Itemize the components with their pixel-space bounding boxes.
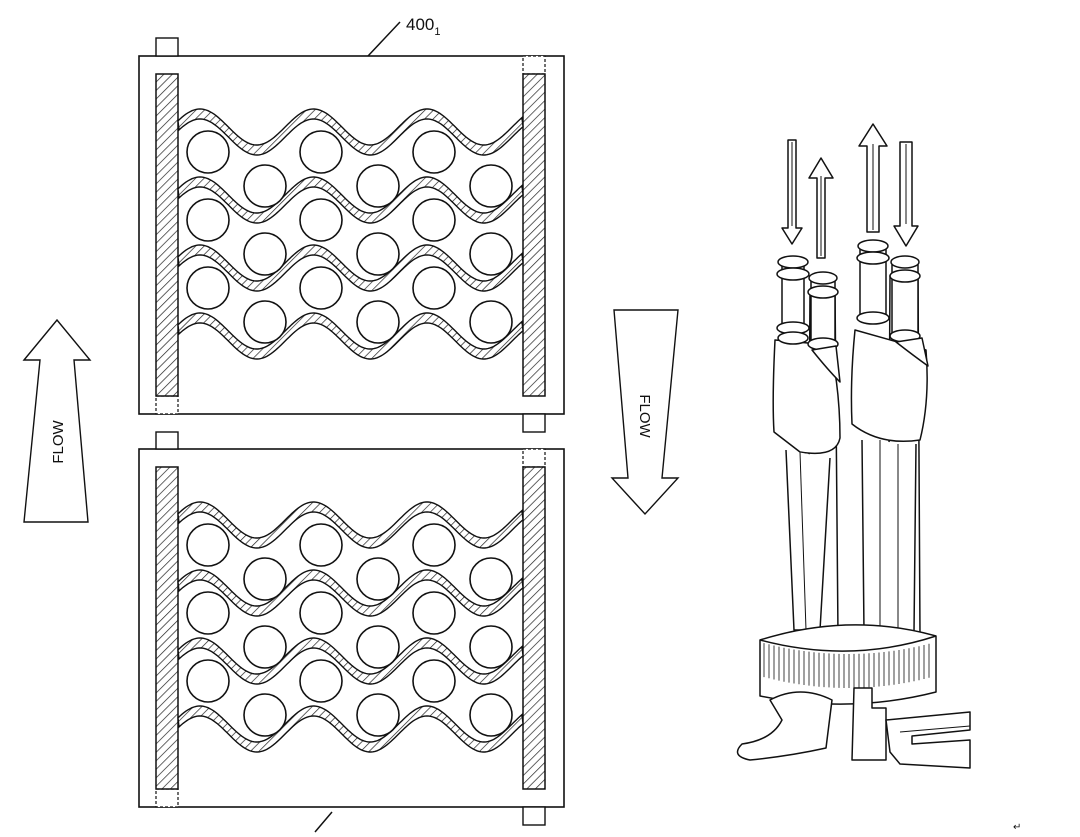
- tube-cross-section: [412, 130, 456, 174]
- tube-cross-section: [356, 232, 400, 276]
- tube-cross-section: [412, 659, 456, 703]
- upper-right-manifold: [522, 73, 546, 397]
- tube-cross-section: [469, 625, 513, 669]
- upper-module: [138, 37, 565, 433]
- outflow-arrow-right: [858, 123, 888, 233]
- tube-cross-section: [243, 232, 287, 276]
- tube-cross-section: [412, 591, 456, 635]
- tube-cross-section: [186, 198, 230, 242]
- tube-cross-section: [356, 625, 400, 669]
- tube-cross-section: [469, 557, 513, 601]
- lower-right-manifold: [522, 466, 546, 790]
- tube-cross-section: [243, 164, 287, 208]
- corrugated-plate: [177, 176, 524, 224]
- lower-center-post: [851, 687, 887, 761]
- lower-bottom-right-port: [522, 806, 546, 826]
- front-pipe-left: [772, 255, 841, 631]
- upper-bottom-right-port: [522, 413, 546, 433]
- tube-cross-section: [243, 300, 287, 344]
- tube-cross-section: [299, 266, 343, 310]
- tube-cross-section: [243, 693, 287, 737]
- upper-bottom-left-port: [155, 395, 179, 415]
- upper-top-right-port: [522, 55, 546, 75]
- reference-leader-line: [367, 21, 401, 57]
- lower-top-right-port: [522, 448, 546, 468]
- inflow-arrow-right: [893, 141, 919, 247]
- tube-cross-section: [356, 693, 400, 737]
- inflow-arrow-left: [781, 139, 803, 245]
- upper-left-manifold: [155, 73, 179, 397]
- upper-corrugated-plates: [177, 108, 524, 360]
- lower-corrugated-plates: [177, 501, 524, 753]
- tube-cross-section: [412, 198, 456, 242]
- small-mark: ↵: [1013, 822, 1021, 833]
- tube-cross-section: [186, 659, 230, 703]
- reference-numeral: 4001: [406, 15, 441, 38]
- tube-cross-section: [469, 164, 513, 208]
- lower-top-left-port: [155, 431, 179, 450]
- tube-cross-section: [186, 591, 230, 635]
- lower-bottom-left-port: [155, 788, 179, 808]
- flow-up-arrow: FLOW: [22, 318, 92, 523]
- pipe-collars-left-rear: [807, 271, 841, 383]
- flow-down-label: FLOW: [636, 394, 653, 438]
- tube-cross-section: [299, 659, 343, 703]
- corrugated-plate: [177, 637, 524, 685]
- flow-up-label: FLOW: [50, 419, 67, 463]
- tube-cross-section: [356, 300, 400, 344]
- tube-cross-section: [299, 523, 343, 567]
- lower-module: [138, 431, 565, 826]
- corrugated-plate: [177, 312, 524, 360]
- corrugated-plate: [177, 108, 524, 156]
- base-ring: [759, 624, 937, 705]
- front-pipe-right: [850, 239, 928, 633]
- lower-right-rail: [885, 711, 971, 769]
- tube-cross-section: [186, 523, 230, 567]
- corrugated-plate: [177, 705, 524, 753]
- tube-cross-section: [243, 557, 287, 601]
- upper-tube-array: [186, 130, 513, 344]
- corrugated-plate: [177, 501, 524, 549]
- tube-cross-section: [469, 232, 513, 276]
- tube-assembly-illustration: [736, 123, 971, 769]
- pipe-collars-right-rear: [889, 255, 929, 367]
- corrugated-plate: [177, 244, 524, 292]
- tube-cross-section: [186, 130, 230, 174]
- lower-tube-array: [186, 523, 513, 737]
- tube-cross-section: [356, 164, 400, 208]
- tube-cross-section: [299, 591, 343, 635]
- tube-cross-section: [469, 300, 513, 344]
- tube-cross-section: [299, 198, 343, 242]
- flow-down-arrow: FLOW: [610, 309, 680, 516]
- tube-cross-section: [412, 266, 456, 310]
- tube-cross-section: [356, 557, 400, 601]
- tube-cross-section: [243, 625, 287, 669]
- lower-left-bracket: [736, 691, 833, 761]
- outflow-arrow-left: [808, 157, 834, 259]
- tube-cross-section: [412, 523, 456, 567]
- corrugated-plate: [177, 569, 524, 617]
- tube-cross-section: [469, 693, 513, 737]
- tube-cross-section: [299, 130, 343, 174]
- upper-top-left-port: [155, 37, 179, 57]
- lower-reference-leader-line: [314, 811, 333, 833]
- tube-cross-section: [186, 266, 230, 310]
- lower-left-manifold: [155, 466, 179, 790]
